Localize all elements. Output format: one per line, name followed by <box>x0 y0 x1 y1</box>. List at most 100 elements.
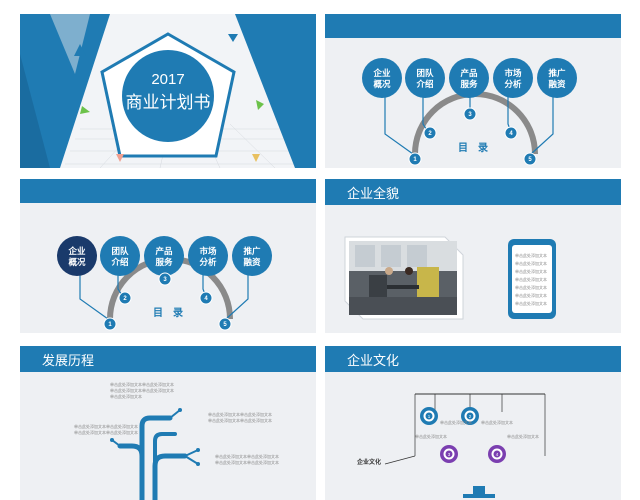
agenda-num-1: 1 <box>103 317 117 331</box>
overview-bullet: 单击此处添加文本 <box>515 301 547 306</box>
svg-text:市场: 市场 <box>199 246 217 256</box>
agenda-num-5: 5 <box>523 152 537 166</box>
history-note: 单击此处添加文本单击此处添加文本 <box>110 382 174 387</box>
history-slide[interactable]: 发展历程 单击此处添加文本单击此处添加文本 单击此处添加文本单击此处添加文本 单… <box>20 346 316 500</box>
svg-text:产品: 产品 <box>155 246 173 256</box>
agenda-num-1: 1 <box>408 152 422 166</box>
svg-text:4: 4 <box>496 452 499 457</box>
svg-text:概况: 概况 <box>68 257 86 267</box>
agenda-heading: 目 录 <box>458 142 488 154</box>
svg-text:1: 1 <box>413 157 417 163</box>
svg-text:1: 1 <box>428 414 431 419</box>
culture-node-1: 1 <box>420 407 438 425</box>
history-note: 单击此处添加文本单击此处添加文本 <box>208 412 272 417</box>
agenda-num-2: 2 <box>118 291 132 305</box>
history-note: 单击此处添加文本单击此处添加文本 <box>208 418 272 423</box>
top-band: 企业全貌 <box>325 179 621 205</box>
culture-diagram: 企业文化 1 2 3 4 <box>356 393 546 498</box>
svg-text:1: 1 <box>108 322 112 328</box>
svg-text:2: 2 <box>469 414 472 419</box>
cover-year: 2017 <box>151 71 184 88</box>
overview-bullet: 单击此处添加文本 <box>515 261 547 266</box>
svg-text:4: 4 <box>204 296 208 302</box>
svg-text:企业: 企业 <box>372 68 391 78</box>
history-note: 单击此处添加文本单击此处添加文本 <box>215 454 279 459</box>
overview-slide[interactable]: 企业全貌 单击此处添加文本 单击此处添加文本 单击此处添加文本 单击此处添加文本… <box>325 179 621 333</box>
history-note: 单击此处添加文本单击此处添加文本 <box>110 388 174 393</box>
overview-bullet: 单击此处添加文本 <box>515 269 547 274</box>
svg-text:介绍: 介绍 <box>110 257 129 267</box>
cover-graphic: 2017 商业计划书 <box>20 14 316 168</box>
svg-text:市场: 市场 <box>504 68 522 78</box>
top-band: 企业文化 <box>325 346 621 372</box>
cover-slide[interactable]: 2017 商业计划书 <box>20 14 316 168</box>
svg-text:融资: 融资 <box>243 257 261 267</box>
slide-title: 企业全貌 <box>347 186 400 201</box>
history-note: 单击此处添加文本单击此处添加文本 <box>74 430 138 435</box>
agenda-num-2: 2 <box>423 126 437 140</box>
svg-text:服务: 服务 <box>155 257 173 267</box>
svg-text:分析: 分析 <box>504 79 522 89</box>
agenda-num-4: 4 <box>199 291 213 305</box>
svg-text:团队: 团队 <box>416 68 434 78</box>
svg-text:2: 2 <box>428 131 432 137</box>
svg-text:团队: 团队 <box>111 246 129 256</box>
svg-text:分析: 分析 <box>199 257 217 267</box>
svg-text:5: 5 <box>528 157 532 163</box>
svg-text:产品: 产品 <box>460 68 478 78</box>
top-band <box>20 179 316 203</box>
svg-text:服务: 服务 <box>460 79 478 89</box>
svg-text:3: 3 <box>468 112 472 118</box>
culture-text: 单击此处添加文本 <box>440 420 472 425</box>
svg-text:融资: 融资 <box>548 79 566 89</box>
culture-node-3: 3 <box>440 445 458 463</box>
svg-text:概况: 概况 <box>373 79 391 89</box>
svg-text:推广: 推广 <box>548 68 566 78</box>
top-band <box>325 14 621 38</box>
text-card: 单击此处添加文本 单击此处添加文本 单击此处添加文本 单击此处添加文本 单击此处… <box>508 239 556 319</box>
culture-text: 单击此处添加文本 <box>507 434 539 439</box>
overview-bullet: 单击此处添加文本 <box>515 253 547 258</box>
overview-bullet: 单击此处添加文本 <box>515 293 547 298</box>
office-photo <box>344 236 464 320</box>
cover-title: 商业计划书 <box>126 93 211 112</box>
svg-text:3: 3 <box>448 452 451 457</box>
overview-bullet: 单击此处添加文本 <box>515 277 547 282</box>
agenda-slide[interactable]: 企业概况 团队介绍 产品服务 市场分析 推广融资 1 2 3 4 5 目 录 <box>325 14 621 168</box>
svg-text:推广: 推广 <box>243 246 261 256</box>
agenda-heading: 目 录 <box>153 307 183 319</box>
culture-node-4: 4 <box>488 445 506 463</box>
history-note: 单击此处添加文本单击此处添加文本 <box>74 424 138 429</box>
svg-text:4: 4 <box>509 131 513 137</box>
agenda-num-3: 3 <box>463 107 477 121</box>
svg-text:2: 2 <box>123 296 127 302</box>
history-tree <box>110 408 200 500</box>
culture-text: 单击此处添加文本 <box>415 434 447 439</box>
culture-label: 企业文化 <box>356 458 381 466</box>
culture-node-2: 2 <box>461 407 479 425</box>
svg-text:3: 3 <box>163 277 167 283</box>
top-band: 发展历程 <box>20 346 316 372</box>
culture-text: 单击此处添加文本 <box>481 420 513 425</box>
agenda-slide-active[interactable]: 企业概况 团队介绍 产品服务 市场分析 推广融资 1 2 3 4 5 目 录 <box>20 179 316 333</box>
culture-slide[interactable]: 企业文化 企业文化 1 2 3 4 单击此处添加文本 单击此处添加文本 单击此处… <box>325 346 621 500</box>
slide-title: 发展历程 <box>42 353 95 368</box>
overview-bullet: 单击此处添加文本 <box>515 285 547 290</box>
svg-text:介绍: 介绍 <box>415 79 434 89</box>
agenda-num-5: 5 <box>218 317 232 331</box>
history-note: 单击此处添加文本单击此处添加文本 <box>215 460 279 465</box>
svg-text:企业: 企业 <box>67 246 86 256</box>
slide-title: 企业文化 <box>347 353 400 368</box>
agenda-num-4: 4 <box>504 126 518 140</box>
svg-text:5: 5 <box>223 322 227 328</box>
